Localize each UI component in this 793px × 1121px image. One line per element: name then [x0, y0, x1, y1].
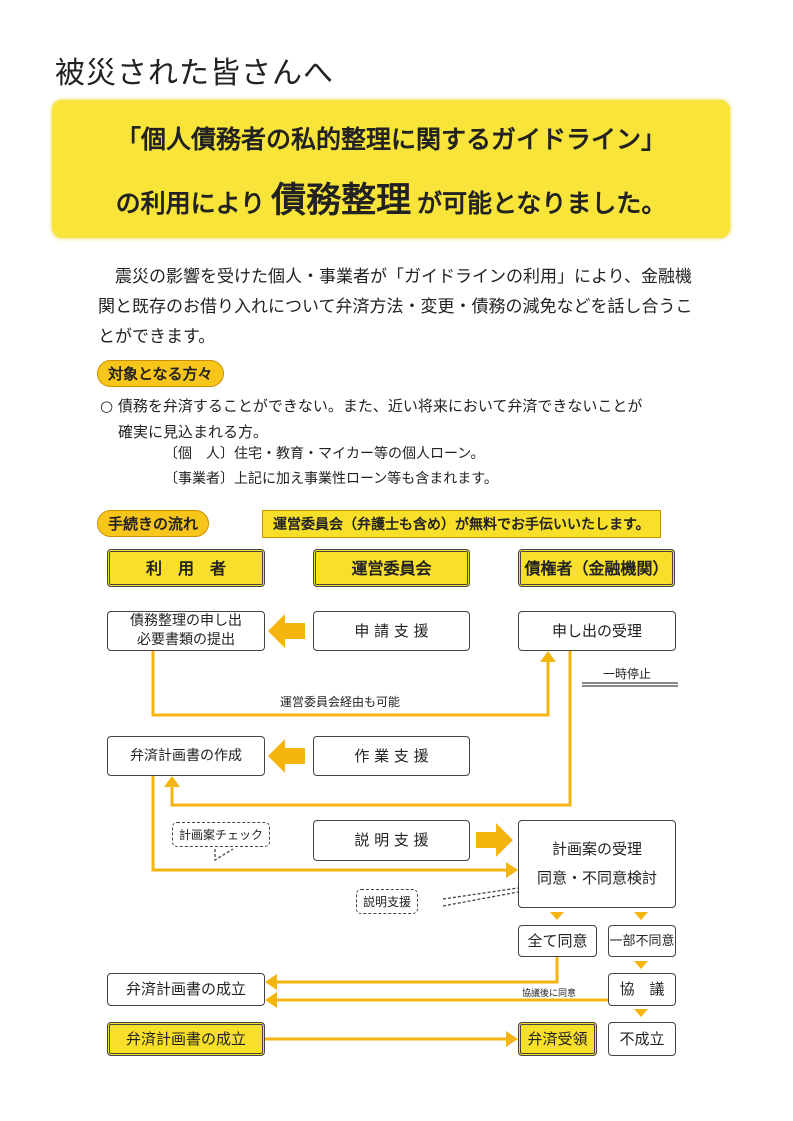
plan-accept-line2: 同意・不同意検討: [536, 869, 657, 887]
step-work-support: 作 業 支 援: [313, 736, 470, 776]
banner-line-2: の利用により債務整理が可能となりました。: [52, 172, 730, 223]
banner-line-1: 「個人債務者の私的整理に関するガイドライン」: [115, 125, 666, 154]
step-apply: 債務整理の申し出必要書類の提出: [107, 611, 265, 651]
intro-text: 震災の影響を受けた個人・事業者が「ガイドラインの利用」により、金融機関と既存のお…: [98, 267, 693, 347]
step-plan-established: 弁済計画書の成立: [107, 973, 265, 1006]
step-apply-support: 申 請 支 援: [313, 611, 470, 651]
plan-check-callout: 計画案チェック: [172, 822, 271, 847]
eligible-business: 〔事業者〕上記に加え事業性ローン等も含まれます。: [164, 471, 498, 487]
banner-post: が可能となりました。: [417, 189, 667, 218]
eligible-line-1: ○ 債務を弁済することができない。また、近い将来において弁済できないことが: [100, 397, 643, 415]
step-repayment: 弁済受領: [518, 1022, 597, 1056]
column-header-committee: 運営委員会: [313, 549, 470, 587]
step-plan-established-final: 弁済計画書の成立: [107, 1022, 265, 1056]
plan-accept-line1: 計画案の受理: [551, 840, 642, 858]
step-explain-support: 説 明 支 援: [313, 820, 470, 861]
eligible-heading: 対象となる方々: [97, 360, 224, 387]
flow-note: 運営委員会（弁護士も含め）が無料でお手伝いいたします。: [262, 510, 661, 538]
explain-support-callout: 説明支援: [356, 889, 419, 914]
step-plan-accept: 計画案の受理同意・不同意検討: [518, 820, 676, 908]
step-create-plan: 弁済計画書の作成: [107, 736, 265, 776]
step-accept-apply: 申し出の受理: [518, 611, 676, 651]
step-all-agree: 全て同意: [518, 925, 597, 957]
column-header-user: 利 用 者: [107, 549, 265, 587]
headline-banner: 「個人債務者の私的整理に関するガイドライン」 の利用により債務整理が可能となりま…: [52, 100, 730, 238]
step-partial-disagree: 一部不同意: [608, 925, 676, 957]
eligible-individual: 〔個 人〕住宅・教育・マイカー等の個人ローン。: [164, 446, 485, 462]
agree-after-label: 協議後に同意: [522, 989, 577, 999]
page-title: 被災された皆さんへ: [55, 56, 334, 91]
pause-label: 一時停止: [603, 667, 652, 681]
step-failed: 不成立: [608, 1022, 676, 1056]
column-header-creditor: 債権者（金融機関）: [518, 549, 675, 587]
banner-pre: の利用により: [115, 189, 266, 218]
step-apply-line2: 必要書類の提出: [137, 632, 235, 648]
eligible-line-2: 確実に見込まれる方。: [118, 423, 269, 441]
via-committee-label: 運営委員会経由も可能: [280, 695, 401, 709]
step-consult: 協 議: [608, 973, 676, 1006]
banner-emphasis: 債務整理: [271, 181, 412, 221]
eligible-text: ○ 債務を弁済することができない。また、近い将来において弁済できないことが 確実…: [100, 393, 642, 445]
flow-heading: 手続きの流れ: [97, 510, 210, 537]
step-apply-line1: 債務整理の申し出: [130, 613, 242, 629]
